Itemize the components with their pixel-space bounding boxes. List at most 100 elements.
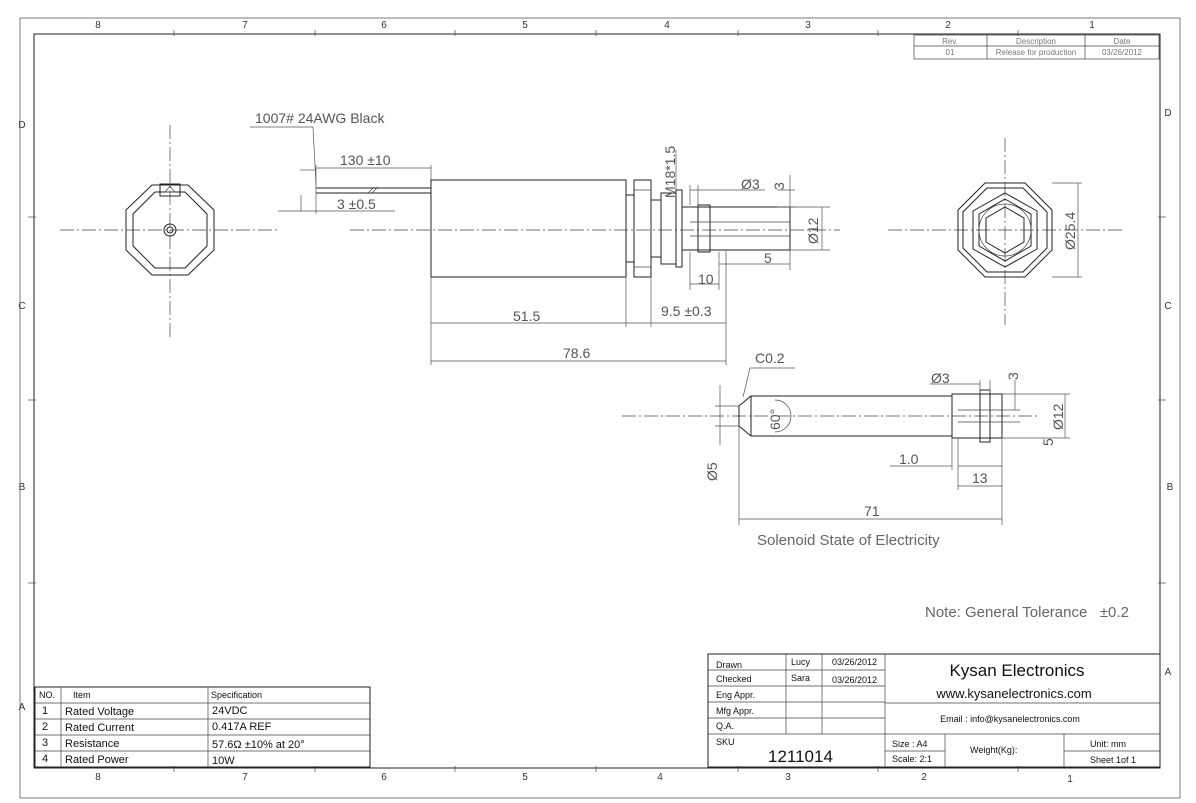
zone-left-d: D: [18, 120, 25, 131]
drawing-scale: Scale: 2:1: [892, 754, 932, 764]
zone-bottom-8: 8: [95, 772, 101, 783]
zone-top-5: 5: [522, 20, 528, 31]
paper-size: Size : A4: [892, 739, 928, 749]
zone-bottom-3: 3: [785, 772, 791, 783]
pin-diameter-dim: Ø3: [741, 176, 760, 192]
zone-bottom-4: 4: [657, 772, 663, 783]
spec-row-no: 3: [42, 737, 48, 749]
qa-label: Q.A.: [716, 721, 734, 731]
rev-value: 01: [946, 48, 955, 57]
zone-left-b: B: [19, 482, 26, 493]
spec-header-item: Item: [73, 690, 91, 700]
drawn-label: Drawn: [716, 660, 742, 670]
body-length-dim: 51.5: [513, 308, 540, 324]
zone-top-1: 1: [1089, 20, 1095, 31]
checked-by: Sara: [791, 673, 810, 683]
spec-row-spec: 0.417A REF: [212, 721, 272, 733]
sku-label: SKU: [716, 737, 735, 747]
rev-header: Rev.: [942, 37, 958, 46]
eng-appr-label: Eng Appr.: [716, 690, 755, 700]
zone-right-b: B: [1167, 482, 1174, 493]
zone-left-a: A: [19, 702, 26, 713]
spec-header-no: NO.: [39, 690, 55, 700]
mfg-appr-label: Mfg Appr.: [716, 706, 754, 716]
spec-row-item: Resistance: [65, 738, 119, 750]
plunger-slot-dim: 5: [1040, 438, 1056, 446]
drawn-by: Lucy: [791, 657, 811, 667]
zone-top-4: 4: [664, 20, 670, 31]
spec-row-no: 2: [42, 721, 48, 733]
slot-width-dim: 5: [764, 250, 772, 266]
plunger-pin-offset-dim: 3: [1005, 372, 1021, 380]
spec-row-spec: 57.6Ω ±10% at 20°: [212, 739, 305, 751]
plunger-diameter-dim-2: Ø12: [1050, 403, 1066, 430]
tolerance-note: Note: General Tolerance ±0.2: [925, 604, 1129, 621]
plunger-length-dim: 71: [864, 503, 880, 519]
wire-length-dim: 130 ±10: [340, 152, 391, 168]
zone-top-3: 3: [805, 20, 811, 31]
spec-row-spec: 10W: [212, 755, 235, 767]
plunger-diameter-dim: Ø12: [805, 217, 821, 244]
zone-top-7: 7: [242, 20, 248, 31]
plunger-dimensions: [715, 367, 1070, 525]
strip-length-dim: 3 ±0.5: [337, 196, 376, 212]
date-value: 03/26/2012: [1102, 48, 1143, 57]
solenoid-side-view: [316, 179, 840, 278]
spec-table: NO. Item Specification 1 Rated Voltage 2…: [34, 686, 371, 768]
right-end-view: [888, 138, 1125, 325]
slot-depth-dim: 13: [972, 470, 988, 486]
slot-gap-dim: 1.0: [899, 451, 919, 467]
left-end-view: [60, 125, 280, 340]
company-email: Email : info@kysanelectronics.com: [940, 714, 1080, 724]
zone-bottom-6: 6: [381, 772, 387, 783]
spec-row-item: Rated Current: [65, 722, 134, 734]
tip-diameter-dim: Ø5: [704, 462, 720, 481]
description-header: Description: [1016, 37, 1056, 46]
zone-top-8: 8: [95, 20, 101, 31]
spec-row-item: Rated Power: [65, 754, 129, 766]
weight-label: Weight(Kg):: [970, 745, 1017, 755]
company-name: Kysan Electronics: [949, 661, 1084, 680]
drawing-caption: Solenoid State of Electricity: [757, 532, 940, 549]
pin-offset-dim: 3: [771, 182, 787, 190]
zone-right-d: D: [1164, 108, 1171, 119]
zone-top-6: 6: [381, 20, 387, 31]
sku-value: 1211014: [768, 747, 833, 766]
spec-header-spec: Specification: [211, 690, 262, 700]
revision-block: Rev. Description Date 01 Release for pro…: [913, 34, 1160, 60]
slot-length-dim: 10: [698, 271, 714, 287]
zone-bottom-7: 7: [242, 772, 248, 783]
wire-label: 1007# 24AWG Black: [255, 110, 385, 126]
outer-border: [19, 17, 1181, 799]
side-view-dimensions: [250, 126, 830, 365]
thread-length-dim: 9.5 ±0.3: [661, 303, 712, 319]
checked-label: Checked: [716, 674, 752, 684]
zone-bottom-2: 2: [921, 772, 927, 783]
drawn-date: 03/26/2012: [832, 657, 877, 667]
unit-label: Unit: mm: [1090, 739, 1126, 749]
zone-left-c: C: [18, 301, 25, 312]
spec-row-item: Rated Voltage: [65, 706, 134, 718]
chamfer-dim: C0.2: [755, 350, 785, 366]
tip-angle-dim: 60°: [767, 409, 783, 430]
plunger-pin-diameter-dim: Ø3: [931, 370, 950, 386]
spec-row-no: 1: [42, 705, 48, 717]
zone-right-c: C: [1164, 301, 1171, 312]
title-block: Drawn Lucy 03/26/2012 Checked Sara 03/26…: [707, 653, 1161, 768]
description-value: Release for production: [996, 48, 1077, 57]
inner-border: [33, 33, 1161, 769]
spec-row-spec: 24VDC: [212, 705, 248, 717]
overall-length-dim: 78.6: [563, 345, 590, 361]
outer-diameter-dim: Ø25.4: [1062, 212, 1078, 250]
zone-top-2: 2: [945, 20, 951, 31]
spec-row-no: 4: [42, 753, 48, 765]
zone-bottom-1: 1: [1067, 774, 1073, 785]
company-website: www.kysanelectronics.com: [935, 686, 1091, 701]
thread-spec-dim: M18*1.5: [662, 146, 678, 198]
checked-date: 03/26/2012: [832, 675, 877, 685]
plunger-view: [622, 389, 1040, 443]
zone-bottom-5: 5: [522, 772, 528, 783]
sheet-label: Sheet 1of 1: [1090, 755, 1136, 765]
date-header: Date: [1114, 37, 1131, 46]
